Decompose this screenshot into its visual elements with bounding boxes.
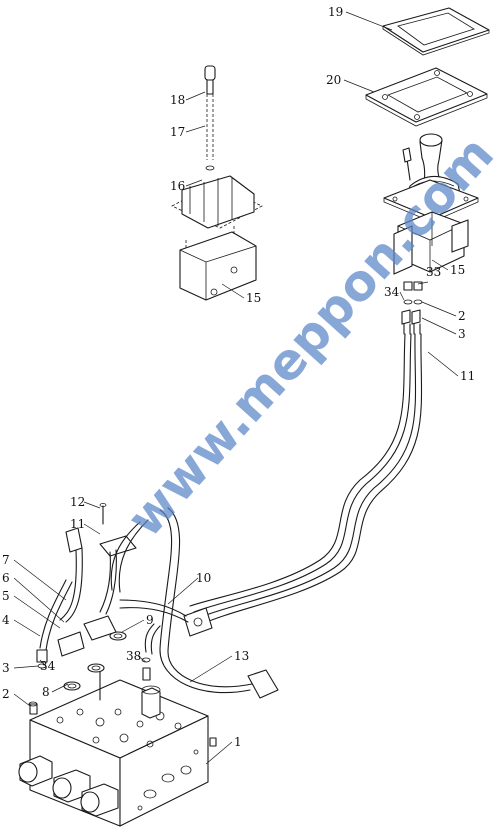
callout-16: 16 bbox=[170, 179, 185, 193]
callout-3-top: 3 bbox=[458, 327, 466, 341]
pilot-valve-15-left bbox=[171, 175, 263, 301]
callout-15-right: 15 bbox=[450, 263, 465, 277]
callout-3-bottom: 3 bbox=[2, 661, 10, 675]
pipe-assembly-13 bbox=[110, 507, 279, 699]
callout-11-left: 11 bbox=[70, 517, 85, 531]
gasket-19 bbox=[382, 7, 490, 56]
mounting-plate-20 bbox=[365, 67, 488, 127]
callout-4: 4 bbox=[2, 613, 10, 627]
callout-5: 5 bbox=[2, 589, 10, 603]
pipe-assembly-7 bbox=[57, 527, 137, 657]
hoses-11 bbox=[189, 333, 423, 625]
callout-12: 12 bbox=[70, 495, 85, 509]
callout-20: 20 bbox=[326, 73, 341, 87]
flange-10 bbox=[119, 599, 213, 637]
callout-33: 33 bbox=[426, 265, 441, 279]
main-control-valve bbox=[18, 679, 217, 827]
joystick-fittings bbox=[401, 299, 423, 335]
callout-18: 18 bbox=[170, 93, 185, 107]
callout-34-bottom: 34 bbox=[40, 659, 56, 673]
callout-19: 19 bbox=[328, 5, 343, 19]
callout-2-bottom: 2 bbox=[2, 687, 10, 701]
callout-2-top: 2 bbox=[458, 309, 466, 323]
joystick-pilot-valve bbox=[383, 133, 479, 291]
callout-38: 38 bbox=[126, 649, 141, 663]
callout-11-top: 11 bbox=[460, 369, 475, 383]
callout-7: 7 bbox=[2, 553, 10, 567]
bolt-12 bbox=[99, 503, 107, 525]
callout-1: 1 bbox=[234, 735, 242, 749]
callout-34-top: 34 bbox=[384, 285, 400, 299]
leader-lines bbox=[13, 11, 459, 765]
callout-13: 13 bbox=[234, 649, 249, 663]
callout-10: 10 bbox=[196, 571, 211, 585]
block-fittings bbox=[28, 631, 151, 715]
pilot-rod-assembly bbox=[204, 65, 216, 171]
callout-17: 17 bbox=[170, 125, 185, 139]
callout-8: 8 bbox=[42, 685, 50, 699]
callout-6: 6 bbox=[2, 571, 10, 585]
callout-15-left: 15 bbox=[246, 291, 261, 305]
tube-38 bbox=[144, 623, 161, 655]
callout-9: 9 bbox=[146, 613, 154, 627]
callout-labels: 19 20 18 17 16 15 15 33 34 2 3 11 12 11 … bbox=[2, 5, 475, 749]
